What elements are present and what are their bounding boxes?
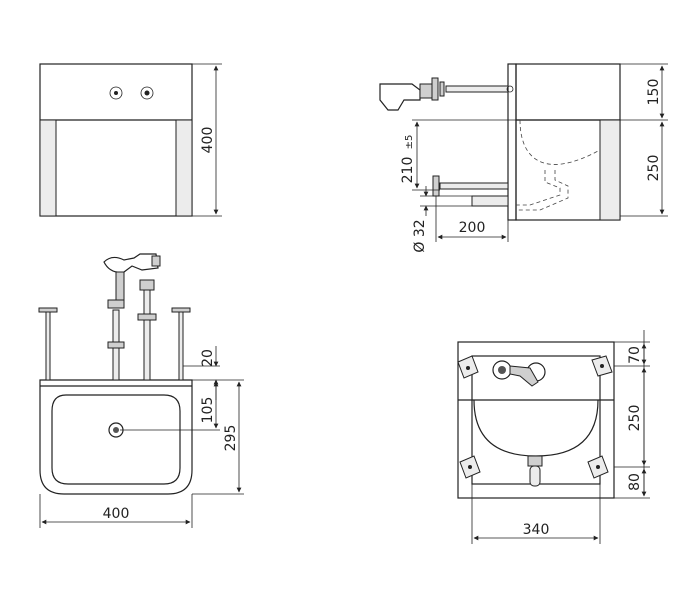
rear-view-spout-icon — [509, 365, 539, 387]
top-view-basin-inner — [51, 394, 181, 485]
side-view-tap-flange — [431, 77, 439, 101]
side-view-upper-box — [515, 63, 621, 121]
top-view-supply-right-nut — [139, 279, 155, 291]
rear-view-screw-bl — [468, 465, 472, 469]
front-view-left-side — [39, 119, 57, 217]
top-view-supply-right-collar — [137, 313, 157, 321]
top-20-label: 20 — [200, 349, 216, 367]
top-view-stud-right-cap — [171, 307, 191, 313]
top-view-basin-outer — [39, 379, 193, 495]
front-view-outlet-right-icon — [140, 86, 154, 100]
rear-view-body — [457, 341, 615, 499]
front-view-right-side — [175, 119, 193, 217]
side-drain-tolerance-label: ±5 — [404, 135, 415, 150]
top-view-supply-left-nut — [107, 299, 125, 309]
top-view-supply-right — [143, 289, 151, 381]
top-view-stud-left — [45, 311, 51, 381]
top-view-supply-left-collar — [107, 341, 125, 349]
side-pipe-diameter-label: Ø 32 — [412, 219, 428, 252]
side-view-trap-hidden-2 — [516, 170, 569, 211]
side-view-wall-fixing — [506, 85, 514, 93]
top-view-faucet-valve — [151, 255, 161, 267]
rear-250-label: 250 — [627, 405, 643, 432]
side-lower-label: 250 — [646, 155, 662, 182]
rear-width-label: 340 — [523, 522, 550, 538]
side-view: 150 250 210 ±5 Ø 32 200 — [379, 63, 668, 253]
rear-view-tap-left-center — [498, 366, 506, 374]
front-view-outlet-left-icon — [109, 86, 123, 100]
side-view-drain-rod — [439, 182, 509, 190]
side-view-trap-hidden — [516, 170, 561, 206]
top-view-faucet-stem — [115, 271, 125, 301]
rear-80-label: 80 — [627, 473, 643, 491]
front-height-label: 400 — [200, 127, 216, 154]
front-view: 400 — [39, 63, 222, 217]
rear-view-drain-nut — [527, 455, 543, 467]
top-view-drain-center — [113, 427, 119, 433]
top-view-faucet-icon — [103, 253, 159, 273]
side-view-tap-rod — [445, 85, 509, 93]
side-upper-label: 150 — [646, 79, 662, 106]
rear-view-drain-pipe — [529, 465, 541, 487]
front-view-outlet-left-dot — [114, 91, 118, 95]
top-295-label: 295 — [223, 425, 239, 452]
rear-view-bowl — [473, 399, 599, 457]
rear-view: 70 250 80 340 — [457, 330, 650, 544]
side-view-front-face — [599, 119, 621, 221]
top-view-stud-left-cap — [38, 307, 58, 313]
rear-view-screw-tl — [466, 366, 470, 370]
side-drain-height-label: 210 — [400, 157, 416, 184]
side-view-faucet-icon — [379, 83, 421, 111]
side-view-waste-pipe — [471, 195, 509, 207]
side-pipe-length-label: 200 — [459, 220, 486, 236]
rear-70-label: 70 — [627, 346, 643, 364]
top-view-stud-right — [178, 311, 184, 381]
top-view: 20 105 295 400 — [38, 253, 244, 528]
side-view-drain-flange — [432, 175, 440, 197]
top-105-label: 105 — [200, 397, 216, 424]
rear-view-screw-tr — [600, 364, 604, 368]
side-view-wall-plate — [507, 63, 517, 221]
side-view-tap-nut — [439, 81, 445, 97]
side-view-faucet-body — [419, 83, 433, 99]
top-width-label: 400 — [103, 506, 130, 522]
front-view-outlet-right-dot — [144, 90, 150, 96]
rear-view-screw-br — [596, 465, 600, 469]
side-view-bowl-hidden — [519, 119, 601, 165]
